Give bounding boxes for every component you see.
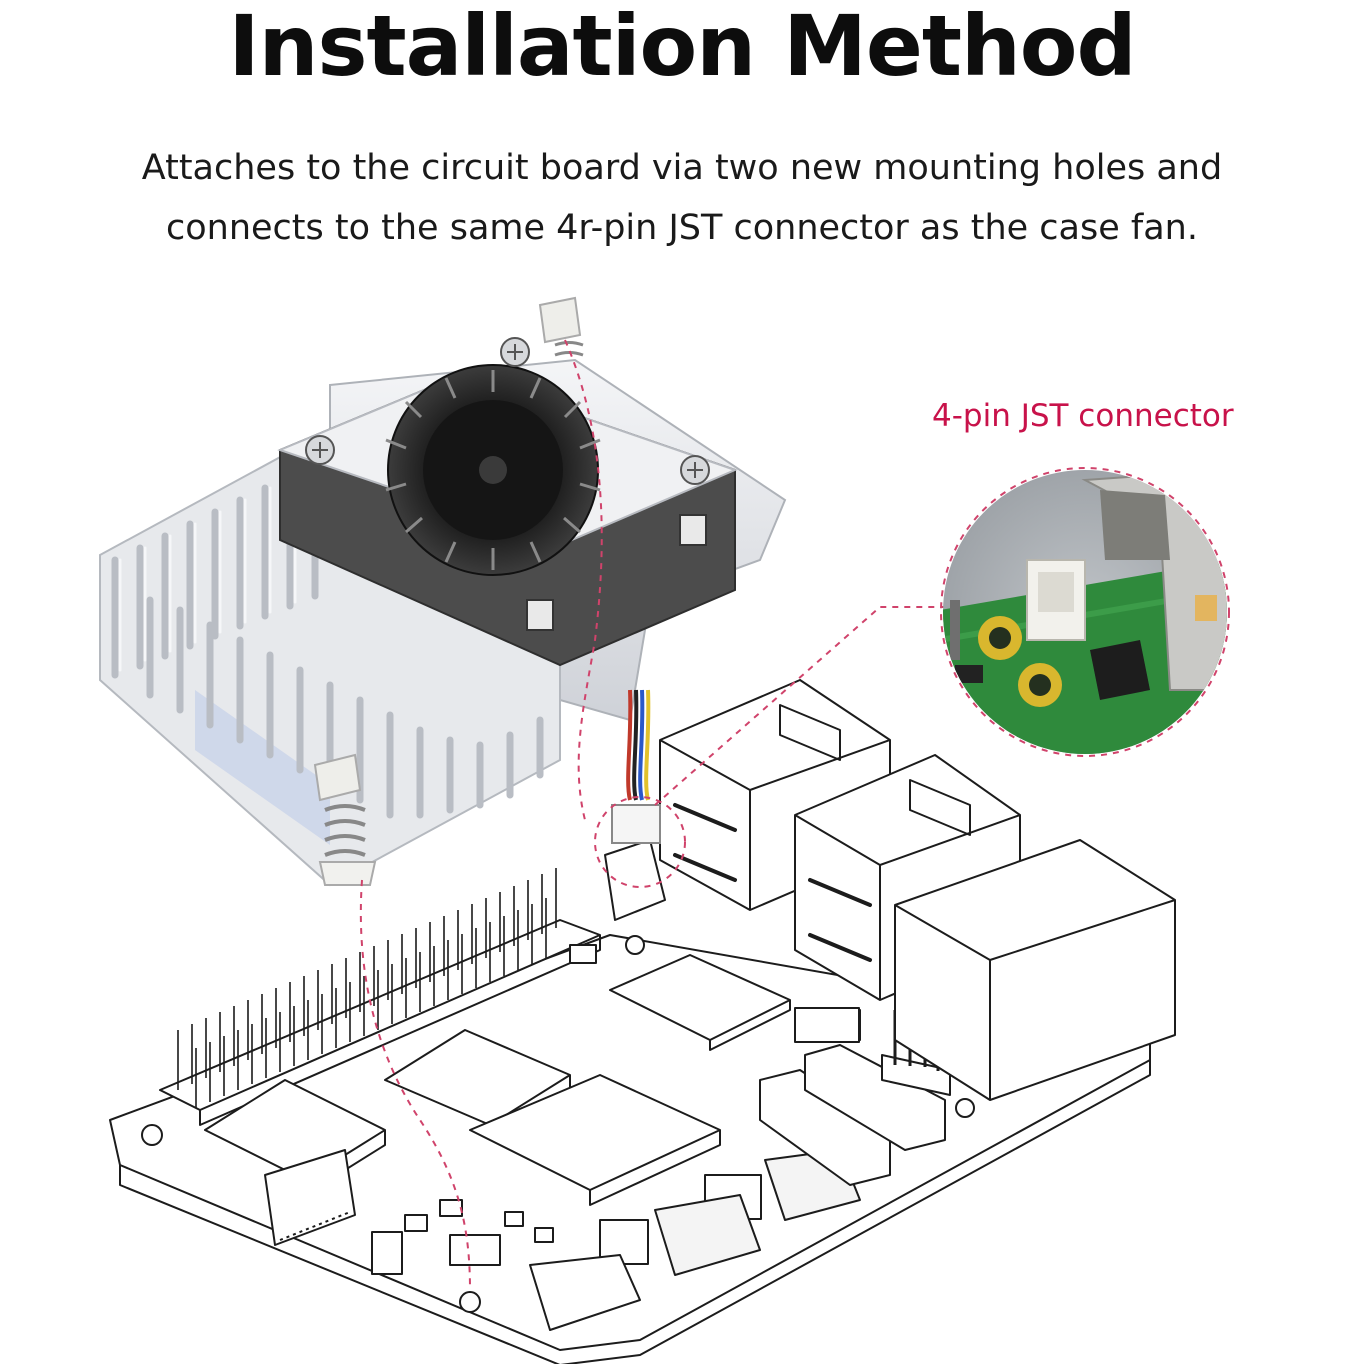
spring-push-pin: [538, 296, 584, 357]
gpio-header: [159, 868, 601, 1126]
connector-callout-label: 4-pin JST connector: [932, 398, 1234, 434]
guide-line-pin-right: [564, 339, 603, 821]
guide-line-pin-left: [359, 879, 471, 1291]
connector-highlight: [594, 796, 686, 888]
guide-lines: [359, 339, 1230, 1291]
usb-c-port: [529, 1254, 641, 1331]
description-line-1: Attaches to the circuit board via two ne…: [141, 148, 1223, 188]
guide-line-callout: [654, 606, 945, 806]
fan-socket: [604, 839, 666, 921]
micro-hdmi-port: [654, 1194, 761, 1276]
page-title: Installation Method: [228, 0, 1136, 95]
page-description: Attaches to the circuit board via two ne…: [60, 138, 1304, 258]
display-connector: [804, 1044, 946, 1151]
camera-connector: [759, 1069, 891, 1186]
ethernet-port: [894, 839, 1176, 1101]
mounting-hole: [141, 1124, 163, 1146]
circuit-board: [109, 679, 1176, 1364]
connector-zoom-view: [943, 470, 1227, 754]
mounting-hole: [955, 1098, 975, 1118]
fan-cable-plug: [611, 804, 661, 844]
active-cooler: [99, 296, 787, 887]
description-line-2: connects to the same 4r-pin JST connecto…: [166, 208, 1198, 248]
fpc-connector: [264, 1149, 356, 1246]
fan-cable: [626, 689, 651, 801]
spring-push-pin: [313, 753, 377, 886]
mounting-hole: [625, 935, 645, 955]
mounting-hole: [459, 1291, 481, 1313]
jst-connector: [1026, 559, 1086, 641]
zoom-circle-outline: [940, 467, 1230, 757]
